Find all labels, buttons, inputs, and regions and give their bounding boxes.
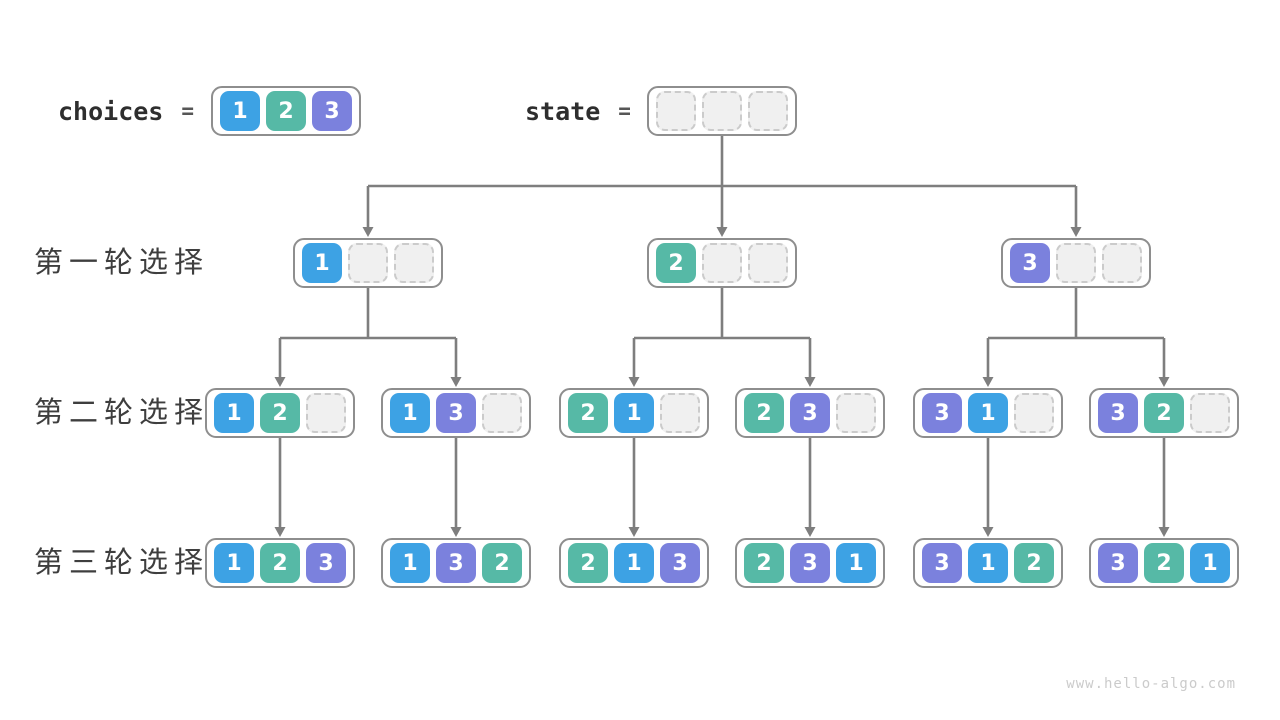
state-cell-filled: 2 [1144, 393, 1184, 433]
state-cell-filled: 3 [1098, 393, 1138, 433]
state-cell-empty [656, 91, 696, 131]
arrowhead-icon [982, 377, 994, 387]
state-cell-empty [1102, 243, 1142, 283]
state-cell-filled: 1 [214, 393, 254, 433]
row-label-round-2: 第二轮选择 [34, 397, 210, 429]
state-cell-filled: 3 [436, 393, 476, 433]
tree-node-round1: 1 [293, 238, 443, 288]
state-cell-empty [394, 243, 434, 283]
state-equals-sign: = [618, 99, 631, 123]
state-cell-filled: 2 [656, 243, 696, 283]
state-cell-filled: 3 [1098, 543, 1138, 583]
arrowhead-icon [628, 527, 640, 537]
state-cell-filled: 2 [1144, 543, 1184, 583]
choices-label: choices = [58, 86, 194, 136]
state-cell-filled: 1 [968, 393, 1008, 433]
state-cell-filled: 2 [744, 393, 784, 433]
state-cell-empty [1190, 393, 1230, 433]
state-cell-filled: 1 [390, 543, 430, 583]
arrowhead-icon [274, 527, 286, 537]
state-cell-filled: 1 [836, 543, 876, 583]
state-cell-empty [836, 393, 876, 433]
state-cell-empty [1056, 243, 1096, 283]
state-cell-filled: 3 [922, 393, 962, 433]
state-cell-filled: 1 [390, 393, 430, 433]
state-cell-filled: 3 [1010, 243, 1050, 283]
state-cell-filled: 1 [614, 393, 654, 433]
state-cell-filled: 2 [482, 543, 522, 583]
arrowhead-icon [804, 527, 816, 537]
arrowhead-icon [982, 527, 994, 537]
arrowhead-icon [804, 377, 816, 387]
state-cell-filled: 2 [260, 393, 300, 433]
choices-equals-sign: = [181, 99, 195, 123]
state-cell-empty [348, 243, 388, 283]
arrowhead-icon [1158, 377, 1170, 387]
watermark-url: www.hello-algo.com [1066, 676, 1236, 692]
state-cell-filled: 2 [568, 393, 608, 433]
state-cell-empty [660, 393, 700, 433]
state-cell-filled: 3 [660, 543, 700, 583]
state-cell-filled: 3 [922, 543, 962, 583]
state-cell-filled: 1 [1190, 543, 1230, 583]
state-cell-filled: 1 [968, 543, 1008, 583]
state-keyword: state [525, 96, 601, 126]
state-cell-filled: 3 [312, 91, 352, 131]
arrowhead-icon [1158, 527, 1170, 537]
state-cell-filled: 3 [790, 393, 830, 433]
state-cell-filled: 3 [306, 543, 346, 583]
state-array [647, 86, 797, 136]
state-cell-empty [1014, 393, 1054, 433]
state-cell-empty [306, 393, 346, 433]
state-cell-filled: 3 [790, 543, 830, 583]
state-cell-filled: 3 [436, 543, 476, 583]
arrowhead-icon [450, 377, 462, 387]
arrowhead-icon [1070, 227, 1082, 237]
state-cell-filled: 2 [744, 543, 784, 583]
arrowhead-icon [450, 527, 462, 537]
arrowhead-icon [716, 227, 728, 237]
state-cell-filled: 1 [214, 543, 254, 583]
choices-keyword: choices [58, 96, 164, 126]
state-cell-empty [702, 243, 742, 283]
state-label: state = [525, 86, 631, 136]
row-label-round-3: 第三轮选择 [34, 547, 210, 579]
state-cell-filled: 1 [302, 243, 342, 283]
state-cell-empty [748, 243, 788, 283]
arrowhead-icon [362, 227, 374, 237]
state-cell-filled: 1 [614, 543, 654, 583]
state-cell-filled: 1 [220, 91, 260, 131]
tree-node-round1: 3 [1001, 238, 1151, 288]
state-cell-filled: 2 [1014, 543, 1054, 583]
arrowhead-icon [274, 377, 286, 387]
state-cell-filled: 2 [266, 91, 306, 131]
state-cell-empty [482, 393, 522, 433]
state-cell-filled: 2 [260, 543, 300, 583]
state-cell-empty [748, 91, 788, 131]
state-cell-empty [702, 91, 742, 131]
tree-node-round1: 2 [647, 238, 797, 288]
row-label-round-1: 第一轮选择 [34, 247, 210, 279]
state-cell-filled: 2 [568, 543, 608, 583]
arrowhead-icon [628, 377, 640, 387]
